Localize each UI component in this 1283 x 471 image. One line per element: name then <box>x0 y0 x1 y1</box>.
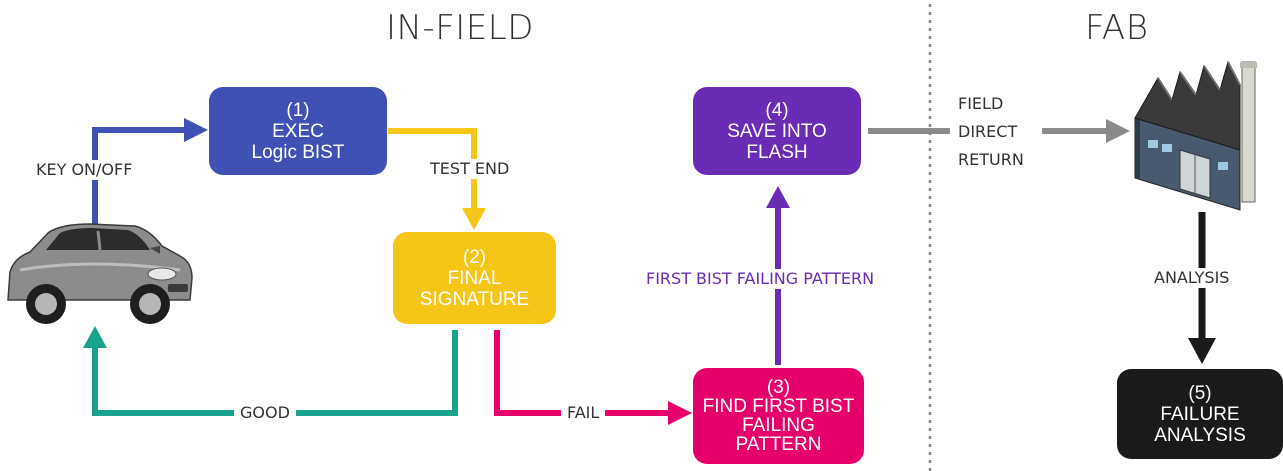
label-direct: DIRECT <box>958 122 1018 142</box>
box-failure-step: (5) <box>1188 382 1212 404</box>
arrow-analysis <box>1188 212 1216 364</box>
label-fail: FAIL <box>561 403 606 423</box>
box-save-step: (4) <box>765 99 789 121</box>
arrow-key-on-off <box>92 118 208 228</box>
box-signature-line2: SIGNATURE <box>419 288 530 310</box>
box-save-into-flash: (4) SAVE INTO FLASH <box>693 87 861 175</box>
box-find-line1: FIND FIRST BIST <box>702 396 855 417</box>
arrow-fail <box>494 330 692 425</box>
label-test-end: TEST END <box>430 159 510 179</box>
box-exec-line2: Logic BIST <box>251 141 345 163</box>
box-failure-line1: FAILURE <box>1160 403 1240 425</box>
box-exec-step: (1) <box>286 99 310 121</box>
arrow-test-end <box>388 128 486 230</box>
label-field: FIELD <box>958 94 1004 114</box>
box-signature-line1: FINAL <box>447 267 502 289</box>
label-first-bist-failing-pattern: FIRST BIST FAILING PATTERN <box>642 269 879 289</box>
box-failure-line2: ANALYSIS <box>1154 424 1246 446</box>
box-save-line2: FLASH <box>746 141 808 163</box>
section-title-fab: FAB <box>1085 8 1149 48</box>
arrow-good <box>83 326 458 416</box>
car-icon <box>7 223 193 324</box>
factory-icon <box>1134 60 1257 211</box>
label-key-on-off: KEY ON/OFF <box>36 160 133 180</box>
label-return: RETURN <box>958 150 1024 170</box>
box-find-line3: PATTERN <box>735 434 822 455</box>
arrow-field-direct-return <box>868 119 1130 143</box>
box-exec-logic-bist: (1) EXEC Logic BIST <box>209 87 387 175</box>
box-find-line2: FAILING <box>742 415 815 436</box>
box-save-line1: SAVE INTO <box>727 120 827 142</box>
box-failure-analysis: (5) FAILURE ANALYSIS <box>1117 369 1283 459</box>
box-find-first-bist: (3) FIND FIRST BIST FAILING PATTERN <box>693 368 864 464</box>
box-exec-line1: EXEC <box>272 120 324 142</box>
box-signature-step: (2) <box>462 246 487 268</box>
label-good: GOOD <box>234 403 296 423</box>
label-analysis: ANALYSIS <box>1150 268 1234 288</box>
section-title-in-field: IN-FIELD <box>386 8 534 48</box>
box-final-signature: (2) FINAL SIGNATURE <box>393 232 556 324</box>
box-find-step: (3) <box>766 377 791 398</box>
